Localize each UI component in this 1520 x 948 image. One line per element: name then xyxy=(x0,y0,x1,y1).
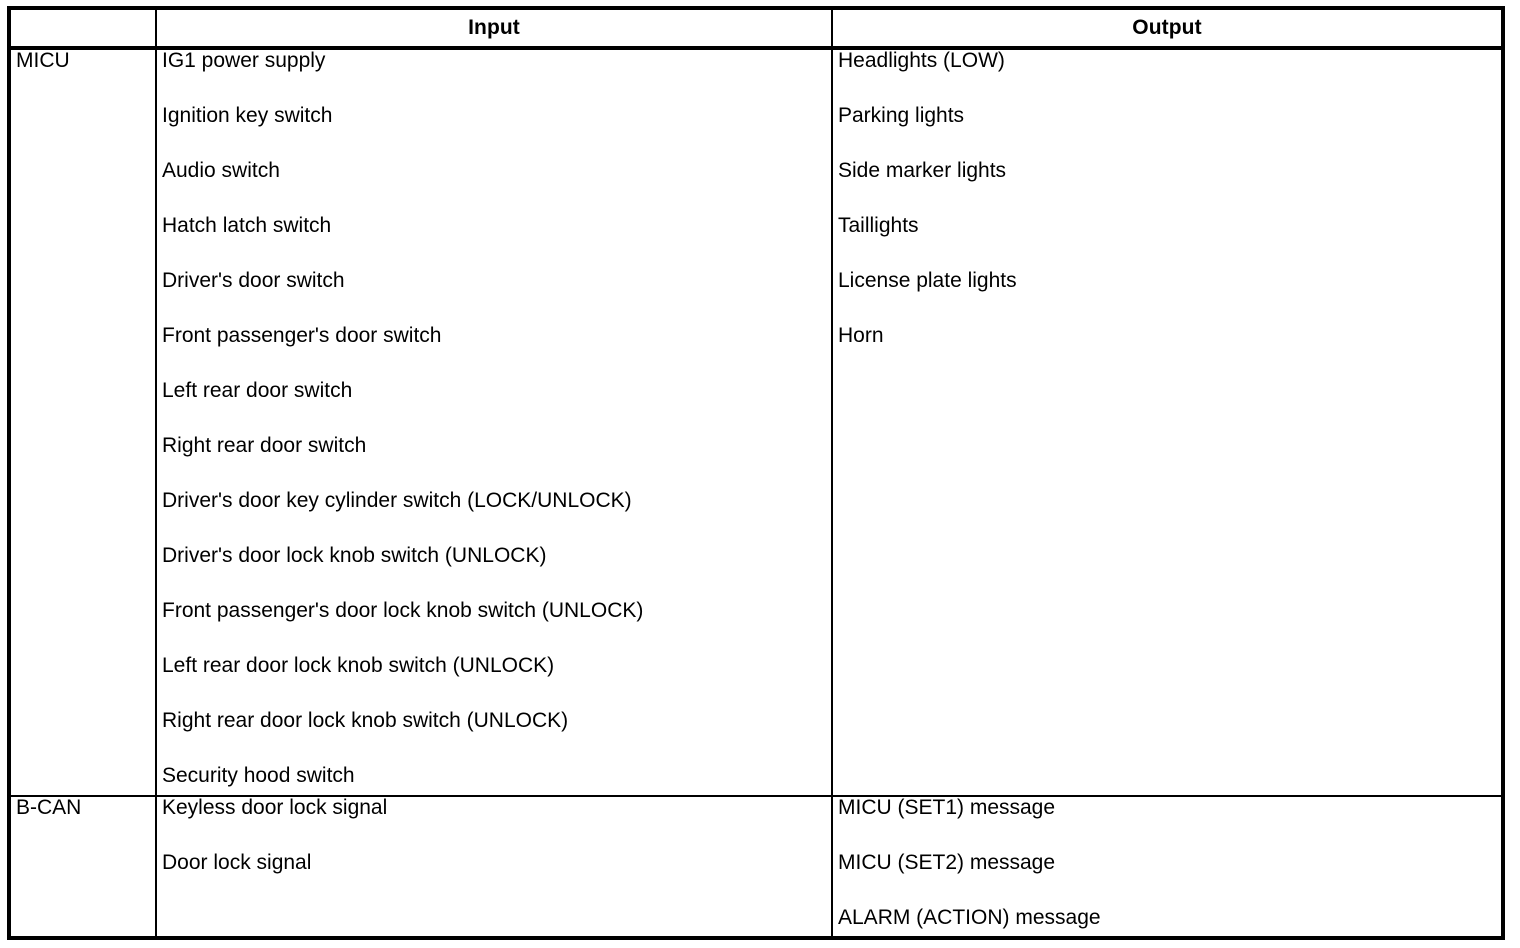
module-label: MICU xyxy=(16,49,70,72)
list-item: License plate lights xyxy=(838,269,1017,292)
list-item: Driver's door key cylinder switch (LOCK/… xyxy=(162,489,632,512)
column-divider-output xyxy=(831,10,833,936)
column-divider-module xyxy=(155,10,157,936)
list-item: Horn xyxy=(838,324,884,347)
table-row-module-micu: MICU xyxy=(13,50,155,795)
list-item: MICU (SET1) message xyxy=(838,796,1056,819)
list-item: Parking lights xyxy=(838,104,965,127)
list-item: Front passenger's door lock knob switch … xyxy=(162,599,644,622)
list-item: Taillights xyxy=(838,214,919,237)
list-item: Side marker lights xyxy=(838,159,1007,182)
list-item: Headlights (LOW) xyxy=(838,49,1005,72)
section-divider xyxy=(11,795,1501,797)
list-item: Driver's door switch xyxy=(162,269,345,292)
list-item: Ignition key switch xyxy=(162,104,333,127)
list-item: Security hood switch xyxy=(162,764,355,787)
list-item: Front passenger's door switch xyxy=(162,324,442,347)
list-item: MICU (SET2) message xyxy=(838,851,1056,874)
list-item: Door lock signal xyxy=(162,851,312,874)
list-item: Right rear door lock knob switch (UNLOCK… xyxy=(162,709,569,732)
module-label: B-CAN xyxy=(16,796,82,819)
table-cell-micu-outputs: Headlights (LOW) Parking lights Side mar… xyxy=(833,50,1501,795)
list-item: Right rear door switch xyxy=(162,434,367,457)
list-item: Left rear door switch xyxy=(162,379,353,402)
list-item: IG1 power supply xyxy=(162,49,326,72)
column-header-input: Input xyxy=(468,16,520,39)
input-output-table: Input Output MICU IG1 power supply Ignit… xyxy=(7,6,1505,940)
list-item: Audio switch xyxy=(162,159,280,182)
table-cell-micu-inputs: IG1 power supply Ignition key switch Aud… xyxy=(157,50,831,795)
header-divider xyxy=(11,46,1501,50)
list-item: ALARM (ACTION) message xyxy=(838,906,1101,929)
list-item: Left rear door lock knob switch (UNLOCK) xyxy=(162,654,555,677)
list-item: Driver's door lock knob switch (UNLOCK) xyxy=(162,544,547,567)
list-item: Hatch latch switch xyxy=(162,214,332,237)
list-item: Keyless door lock signal xyxy=(162,796,388,819)
table-row-module-bcan: B-CAN xyxy=(13,797,155,940)
table-cell-bcan-outputs: MICU (SET1) message MICU (SET2) message … xyxy=(833,797,1501,940)
table-cell-bcan-inputs: Keyless door lock signal Door lock signa… xyxy=(157,797,831,940)
column-header-output: Output xyxy=(1132,16,1202,39)
